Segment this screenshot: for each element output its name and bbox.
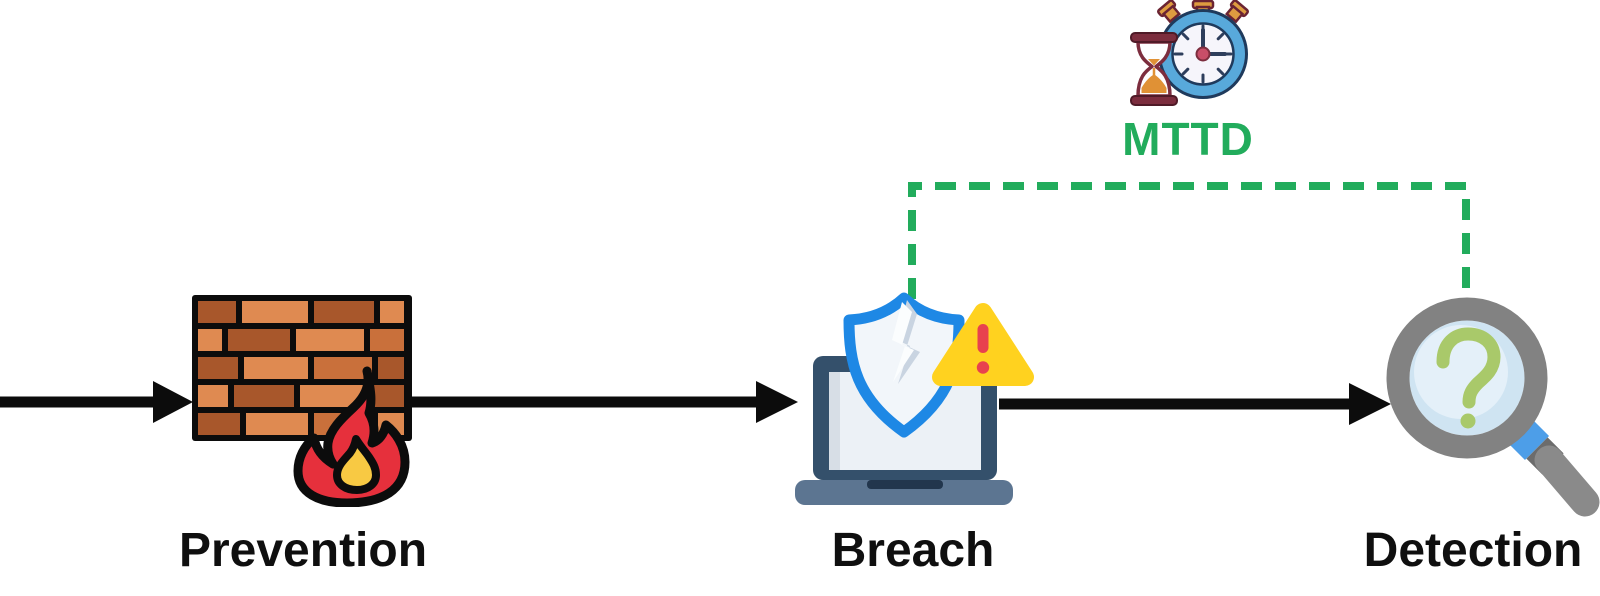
arrowhead-icon [1349,383,1391,425]
flow-arrow-breach-to-detection [999,383,1391,425]
lens-highlight [1414,325,1508,419]
mttd-label: MTTD [1122,113,1254,165]
cracked-shield-icon [843,292,965,438]
magnifying-glass-question-icon [1386,297,1600,517]
brick-wall [192,295,412,441]
flow-arrow-prevention-to-breach [410,381,798,423]
mttd-span-bracket [908,182,1470,299]
magnifier-ring [1386,297,1548,459]
magnifier-handle [1500,411,1600,517]
stopwatch-icon [1157,0,1249,99]
firewall-icon [192,295,412,507]
breached-shield-laptop-icon [795,292,1034,505]
breach-label: Breach [831,524,995,577]
warning-triangle-icon [932,303,1034,386]
flow-arrow-into-prevention [0,381,193,423]
question-mark-icon [1436,327,1501,429]
stopwatch-hourglass-icon [1130,0,1249,106]
flame-icon [293,366,410,507]
hourglass-icon [1130,32,1178,106]
arrowhead-icon [756,381,798,423]
prevention-label: Prevention [178,524,428,577]
detection-label: Detection [1363,524,1583,577]
laptop-base [795,480,1013,505]
arrowhead-icon [153,381,193,423]
